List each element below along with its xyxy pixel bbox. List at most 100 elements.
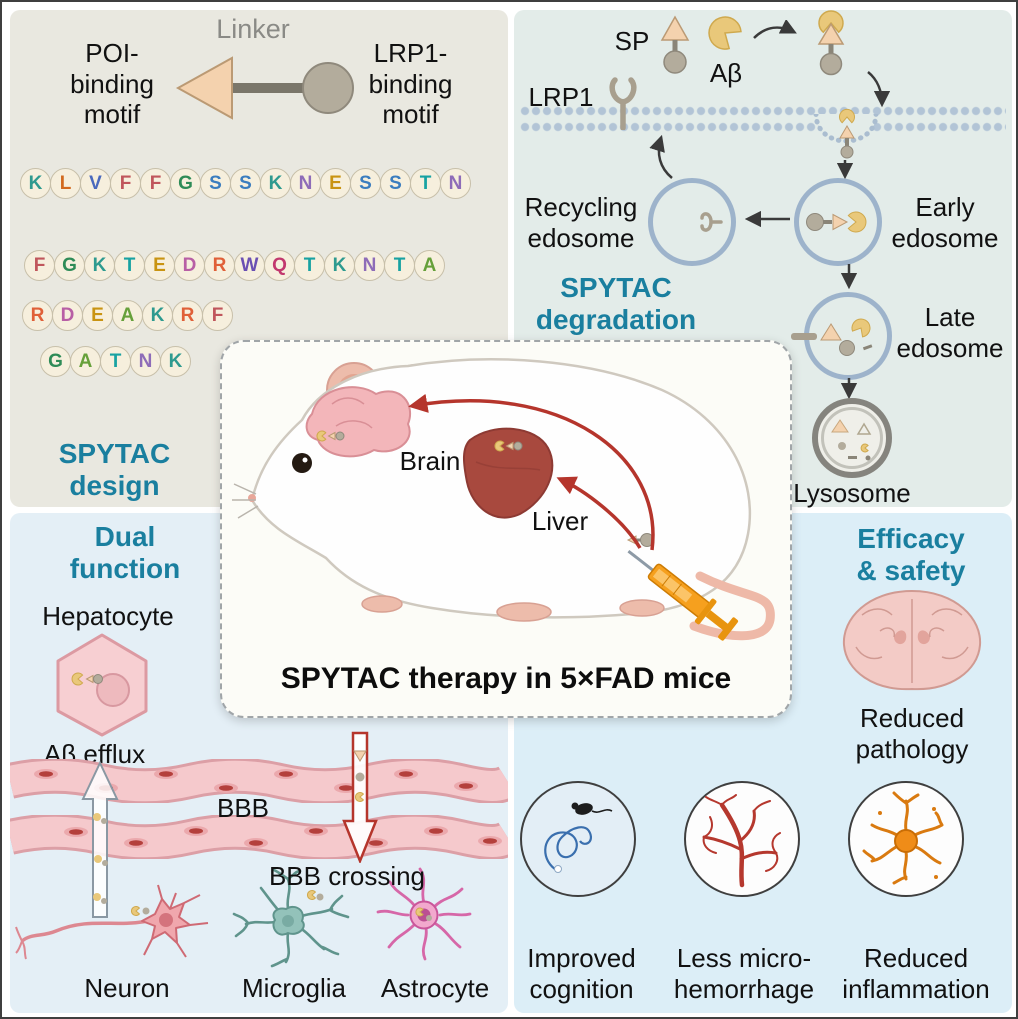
mouse-feet [361, 595, 665, 622]
arrow-internalization [867, 71, 891, 108]
mouse-liver [463, 427, 554, 519]
arrow-abeta-binding [753, 20, 797, 39]
residue-circle: S [380, 168, 411, 199]
endothelial-cells [64, 826, 502, 848]
spytac-molecule-icon [175, 56, 354, 120]
residue-circle: N [440, 168, 471, 199]
activated-microglia-icon [862, 791, 944, 885]
spytac-degradation-heading: SPYTAC degradation [535, 272, 697, 336]
residue-circle: K [20, 168, 51, 199]
arrow-recycling [744, 210, 790, 228]
water-maze-circle [520, 781, 636, 897]
arrow-to-lysosome [840, 378, 858, 400]
residue-circle: D [174, 250, 205, 281]
arrow-to-brain [408, 393, 655, 551]
water-maze-icon [544, 802, 613, 873]
pit-complex-icon [839, 109, 855, 159]
recycling-endosome [648, 178, 736, 266]
poi-binding-motif-label: POI- binding motif [70, 38, 154, 130]
residue-circle: W [234, 250, 265, 281]
astrocyte-icon [376, 867, 472, 961]
spytac-abeta-complex-icon [817, 10, 845, 76]
abeta-label: Aβ [709, 58, 743, 88]
late-endosome-cargo [820, 318, 873, 356]
reduced-inflammation-label: Reduced inflammation [842, 943, 990, 1004]
neuron-label: Neuron [84, 973, 170, 1003]
mouse-brain [305, 386, 411, 458]
residue-circle: N [290, 168, 321, 199]
early-endosome [794, 178, 882, 266]
cell-membrane [520, 104, 1006, 134]
residue-circle: N [354, 250, 385, 281]
residue-circle: D [52, 300, 83, 331]
late-endosome-stem [791, 333, 817, 340]
efficacy-safety-heading: Efficacy & safety [856, 523, 966, 587]
abeta-blob-icon [708, 16, 742, 50]
neuron-icon [15, 884, 209, 960]
lrp1-receptor-icon [609, 77, 637, 130]
syringe-icon [627, 549, 739, 641]
residue-circle: T [294, 250, 325, 281]
mouse-eye [292, 453, 312, 473]
residue-circle: E [320, 168, 351, 199]
residue-circle: V [80, 168, 111, 199]
residue-circle: Q [264, 250, 295, 281]
spytac-design-heading: SPYTAC design [58, 438, 171, 502]
arrow-to-late-endosome [840, 264, 858, 290]
less-hemorrhage-label: Less micro- hemorrhage [673, 943, 815, 1004]
lysosome-inner-ring [821, 407, 883, 469]
late-endosome [791, 292, 892, 380]
residue-circle: A [70, 346, 101, 377]
bbb-crossing-arrow [342, 731, 378, 863]
liver-label: Liver [531, 506, 589, 536]
early-endosome-cargo [806, 211, 867, 233]
mouse-nose [248, 494, 256, 502]
card-title: SPYTAC therapy in 5×FAD mice [280, 662, 732, 695]
residue-circle: K [160, 346, 191, 377]
eye-highlight [302, 457, 308, 463]
lysosome-label: Lysosome [793, 478, 911, 508]
inflammation-circle [848, 781, 964, 897]
liver-spytac-glyph [494, 440, 523, 452]
linker-bar [232, 83, 306, 93]
hepatocyte-icon [56, 633, 148, 737]
late-endosome-label: Late edosome [896, 302, 1004, 363]
arrow-to-early-endosome [836, 160, 854, 180]
recycled-receptor-icon [700, 212, 723, 232]
residue-circle: E [144, 250, 175, 281]
astrocyte-label: Astrocyte [380, 973, 490, 1003]
residue-circle: L [50, 168, 81, 199]
residue-circle: G [40, 346, 71, 377]
residue-circle: R [172, 300, 203, 331]
residue-circle: R [22, 300, 53, 331]
brain-section-icon [842, 589, 982, 691]
arrow-to-liver [556, 476, 642, 549]
poi-motif-triangle [175, 56, 233, 120]
bbb-label: BBB [216, 793, 270, 823]
bbb-crossing-label: BBB crossing [268, 861, 426, 891]
early-endosome-label: Early edosome [891, 192, 999, 253]
residue-circle: S [230, 168, 261, 199]
lysosome [812, 398, 892, 478]
residue-circle: T [114, 250, 145, 281]
improved-cognition-label: Improved cognition [527, 943, 636, 1004]
residue-circle: S [200, 168, 231, 199]
residue-circle: F [110, 168, 141, 199]
residue-circle: F [140, 168, 171, 199]
residue-circle: G [54, 250, 85, 281]
hepatocyte-label: Hepatocyte [42, 601, 174, 631]
residue-circle: K [260, 168, 291, 199]
residue-circle: A [112, 300, 143, 331]
residue-circle: R [204, 250, 235, 281]
arrow-receptor-recycling [649, 134, 673, 179]
mouse-whiskers [232, 483, 259, 519]
microglia-icon [232, 868, 350, 968]
sp-molecule-icon [660, 15, 690, 74]
residue-circle: T [384, 250, 415, 281]
recycling-endosome-label: Recycling edosome [524, 192, 638, 253]
residue-circle: S [350, 168, 381, 199]
residue-circle: F [24, 250, 55, 281]
panel-spytac-design: POI- binding motif Linker LRP1- binding … [10, 10, 508, 507]
